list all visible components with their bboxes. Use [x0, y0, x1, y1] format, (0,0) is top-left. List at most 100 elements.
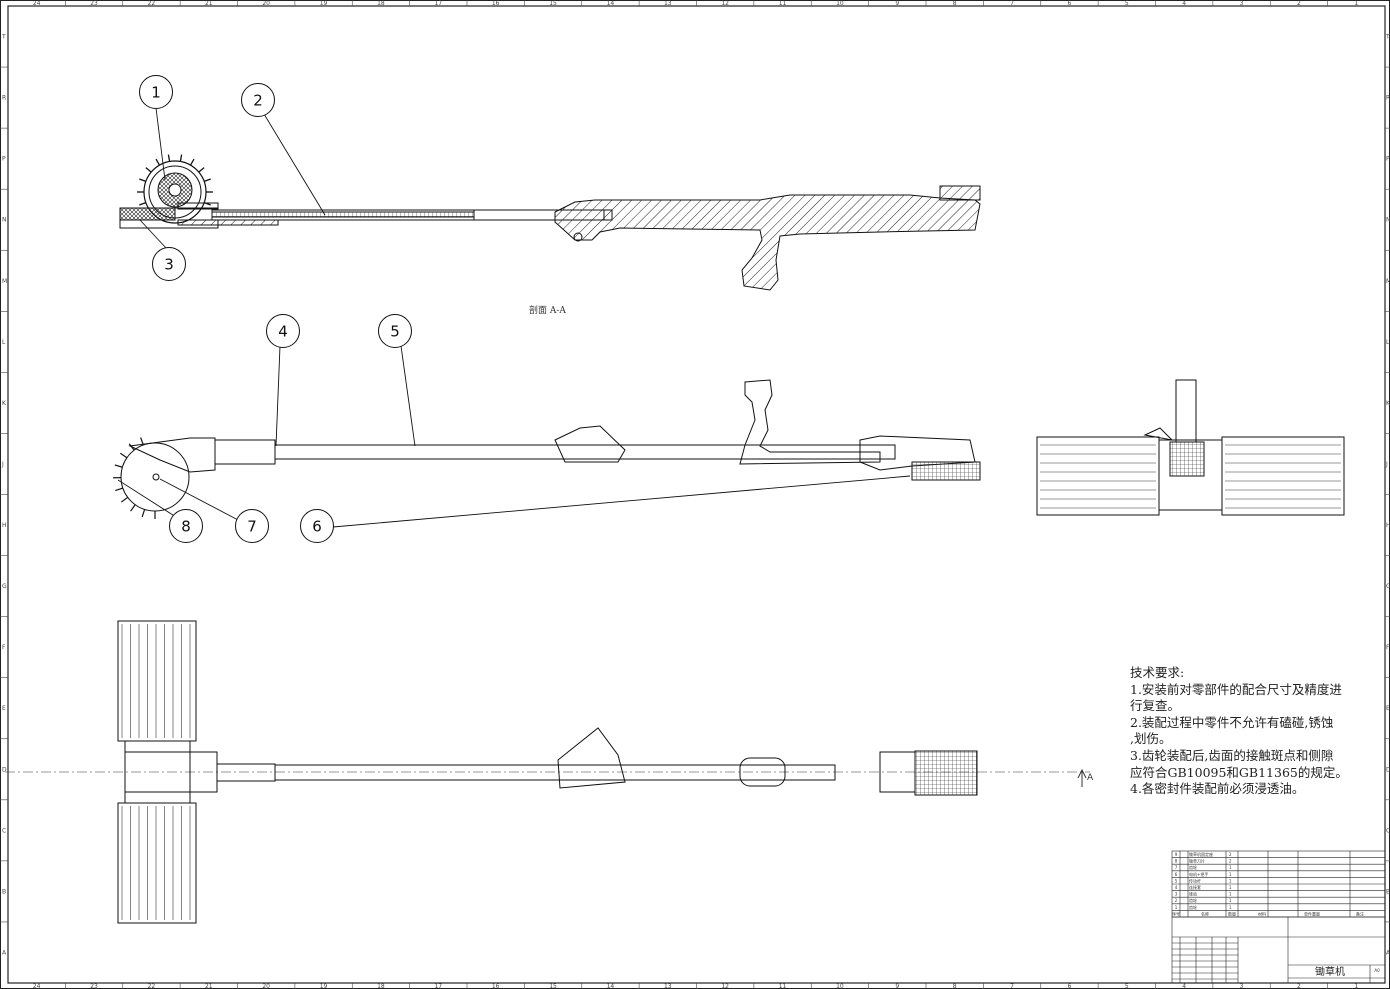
- bom-cell: 电机+把手: [1189, 871, 1208, 877]
- zone-col-label: 19: [320, 983, 328, 989]
- balloon-1: 1: [139, 75, 173, 109]
- bom-cell: 1: [1229, 905, 1232, 910]
- zone-col-label: 5: [1125, 0, 1129, 7]
- zone-col-label: 8: [953, 0, 957, 7]
- bom-cell: 连接套: [1189, 884, 1201, 890]
- zone-row-label: N: [1386, 217, 1390, 224]
- notes-line: 3.齿轮装配后,齿面的接触斑点和侧隙: [1130, 747, 1334, 763]
- zone-col-label: 22: [148, 983, 156, 989]
- svg-text:4: 4: [278, 323, 288, 341]
- notes-line: 应符合GB10095和GB11365的规定。: [1130, 764, 1348, 780]
- zone-row-label: J: [1385, 461, 1388, 468]
- zone-col-label: 19: [320, 0, 328, 7]
- zone-row-label: F: [2, 644, 6, 651]
- bom-cell: 齿轮: [1189, 904, 1197, 910]
- zone-row-label: P: [2, 156, 6, 163]
- zone-row-label: T: [1, 34, 6, 41]
- zone-col-label: 16: [492, 0, 500, 7]
- side-view: [112, 379, 981, 519]
- bom-cell: 锄草刀片: [1189, 858, 1205, 864]
- bom-cell: 2: [1229, 859, 1232, 864]
- handle-section: [554, 194, 981, 291]
- bom-header-cell: 序号: [1172, 910, 1180, 916]
- zone-col-label: 2: [1297, 983, 1301, 989]
- zone-col-label: 7: [1010, 0, 1014, 7]
- balloon-8: 8: [169, 509, 203, 543]
- zone-row-label: H: [1386, 522, 1390, 529]
- bom-table: [1171, 850, 1386, 918]
- zone-row-label: C: [2, 827, 6, 834]
- zone-col-label: 15: [549, 983, 557, 989]
- zone-col-label: 4: [1182, 0, 1186, 7]
- notes-heading: 技术要求:: [1130, 665, 1185, 680]
- leader-lines: [117, 107, 911, 528]
- zone-col-label: 11: [779, 0, 787, 7]
- zone-col-label: 7: [1010, 983, 1014, 989]
- section-arrow-label: A: [1087, 773, 1094, 783]
- zone-row-label: H: [2, 522, 7, 529]
- zone-col-label: 23: [90, 983, 98, 989]
- zone-col-label: 15: [549, 0, 557, 7]
- svg-text:8: 8: [181, 518, 191, 536]
- balloon-2: 2: [241, 83, 275, 117]
- zone-col-label: 17: [434, 983, 442, 989]
- zone-row-label: R: [1386, 95, 1390, 102]
- bom-cell: 6: [1175, 872, 1178, 877]
- zone-row-label: A: [1386, 949, 1390, 956]
- notes-line: 行复查。: [1130, 698, 1181, 714]
- bom-cell: 8: [1175, 859, 1178, 864]
- bom-cell: 3: [1175, 892, 1178, 897]
- bom-cell: 4: [1175, 885, 1178, 890]
- zone-col-label: 16: [492, 983, 500, 989]
- zone-row-label: T: [1385, 34, 1390, 41]
- zone-col-label: 6: [1068, 983, 1072, 989]
- top-view: [5, 620, 1090, 924]
- zone-col-label: 21: [205, 0, 213, 7]
- zone-row-label: M: [2, 278, 7, 285]
- zone-row-label: E: [1386, 705, 1390, 712]
- zone-row-label: B: [2, 888, 6, 895]
- zone-row-label: G: [2, 583, 7, 590]
- bom-cell: 9: [1175, 852, 1178, 857]
- bom-header-cell: 备注: [1356, 910, 1364, 916]
- zone-row-label: K: [2, 400, 7, 407]
- drawing-title: 锄草机: [1315, 965, 1345, 978]
- zone-row-label: L: [2, 339, 6, 346]
- notes-line: 2.装配过程中零件不允许有磕碰,锈蚀: [1130, 714, 1334, 730]
- zone-row-label: F: [1386, 644, 1390, 651]
- svg-text:7: 7: [247, 518, 257, 536]
- zone-col-label: 20: [262, 0, 270, 7]
- balloon-3: 3: [152, 247, 186, 281]
- svg-text:1: 1: [151, 84, 161, 102]
- zone-col-label: 2: [1297, 0, 1301, 7]
- bom-cell: 1: [1229, 898, 1232, 903]
- bom-cell: 1: [1229, 885, 1232, 890]
- zone-col-label: 3: [1240, 983, 1244, 989]
- zone-col-label: 21: [205, 983, 213, 989]
- zone-row-label: R: [2, 95, 6, 102]
- balloon-5: 5: [378, 314, 412, 348]
- zone-col-label: 22: [148, 0, 156, 7]
- end-view: [1036, 379, 1345, 516]
- bom-cell: 2: [1229, 852, 1232, 857]
- zone-row-label: M: [1386, 278, 1390, 285]
- bom-cell: 2: [1175, 898, 1178, 903]
- bom-cell: 1: [1229, 865, 1232, 870]
- svg-text:6: 6: [312, 518, 322, 536]
- bom-cell: 5: [1175, 878, 1178, 883]
- zone-col-label: 1: [1354, 983, 1358, 989]
- zone-col-label: 18: [377, 0, 385, 7]
- bom-header-cell: 名称: [1201, 910, 1209, 916]
- bom-cell: 1: [1175, 905, 1178, 910]
- zone-col-label: 3: [1240, 0, 1244, 7]
- notes-line: ,划伤。: [1130, 731, 1172, 747]
- balloon-4: 4: [266, 314, 300, 348]
- bom-cell: 齿轮: [1189, 897, 1197, 903]
- zone-row-label: L: [1386, 339, 1390, 346]
- zone-col-label: 8: [953, 983, 957, 989]
- zone-col-label: 13: [664, 983, 672, 989]
